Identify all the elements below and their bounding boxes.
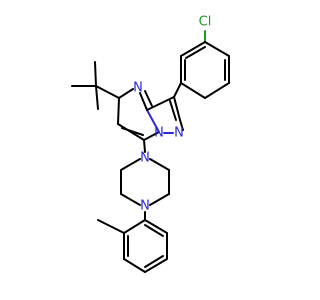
molecule-structure: Cl N N N N N	[71, 15, 230, 273]
pyrazolopyrimidine-core	[117, 88, 184, 141]
bridgehead-nitrogen-label: N	[154, 126, 164, 141]
pyrazole-nitrogen-label: N	[174, 126, 184, 141]
chlorophenyl-ring	[180, 30, 230, 99]
piperazine-nitrogen-top-label: N	[140, 151, 150, 166]
piperazine-nitrogen-bottom-label: N	[140, 199, 150, 214]
piperazine-ring	[120, 139, 170, 206]
tolyl-ring	[97, 211, 168, 273]
chlorine-atom-label: Cl	[199, 15, 212, 30]
aryl-link-bond	[173, 82, 182, 98]
pyrimidine-nitrogen-label: N	[133, 81, 143, 96]
tert-butyl-group	[71, 61, 120, 110]
